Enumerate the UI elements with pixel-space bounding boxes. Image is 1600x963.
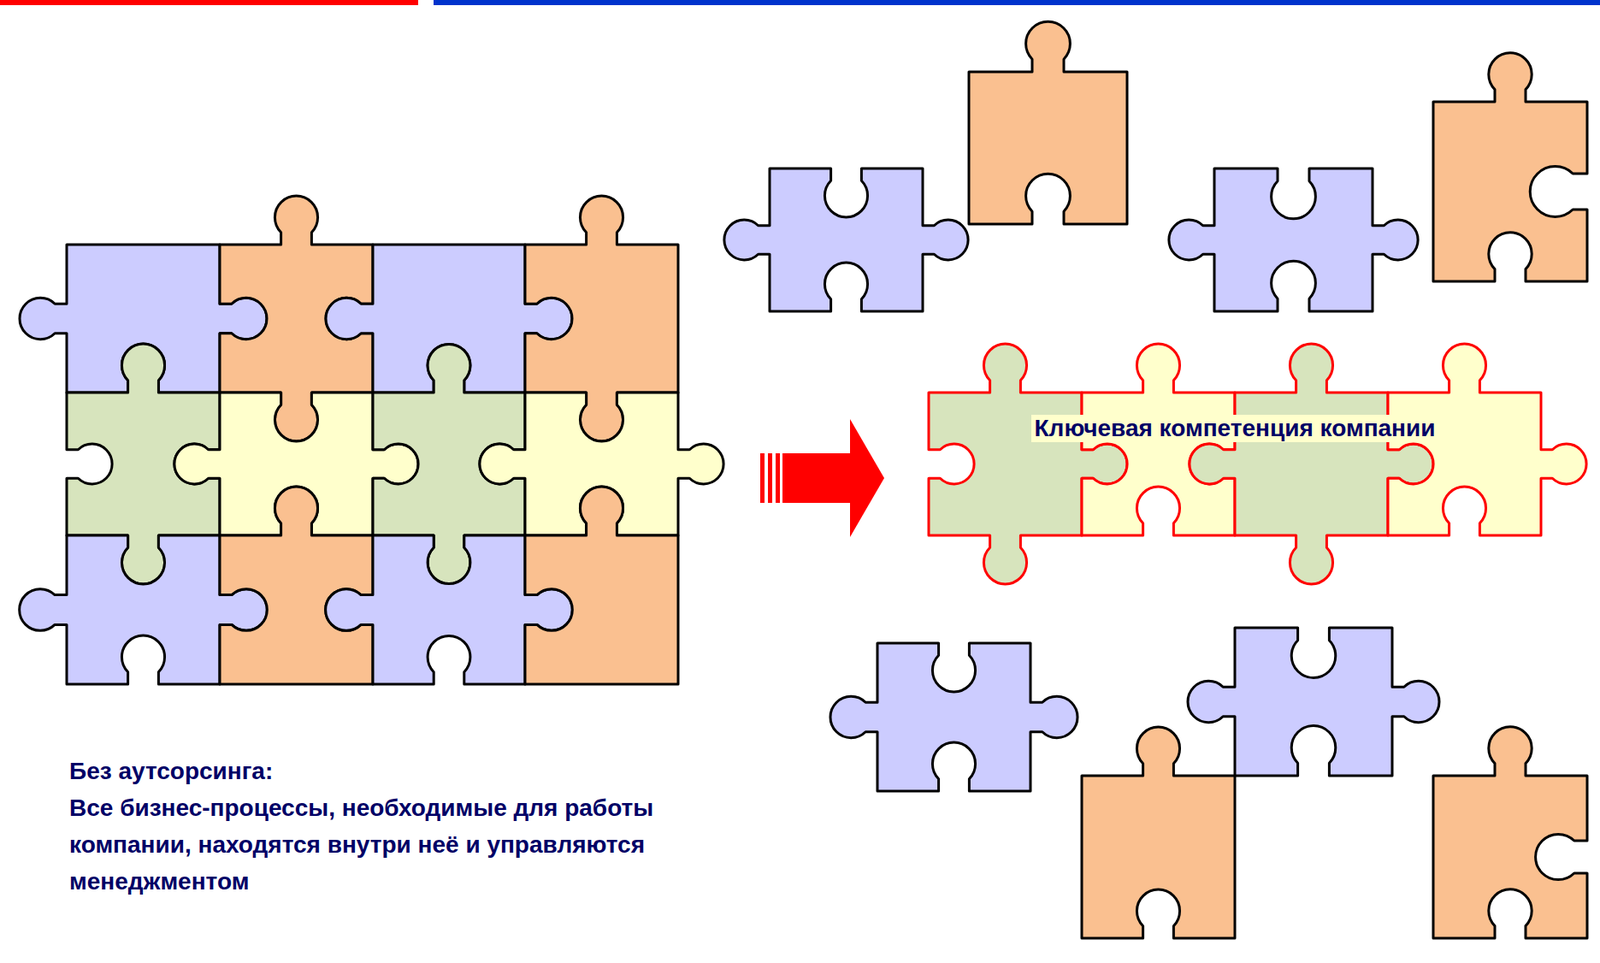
puzzle-piece	[1169, 168, 1418, 312]
key-competence-band: Ключевая компетенция компании	[928, 392, 1541, 536]
band-label: Ключевая компетенция компании	[1031, 414, 1440, 443]
puzzle-piece	[968, 21, 1128, 225]
transition-arrow	[760, 419, 885, 538]
puzzle-piece	[1189, 343, 1434, 585]
puzzle-piece	[1433, 53, 1588, 282]
puzzle-pieces	[19, 21, 1588, 939]
top-bar-red	[0, 0, 419, 6]
puzzle-piece	[1187, 627, 1440, 776]
top-bar-blue	[433, 0, 1600, 6]
puzzle-piece	[1081, 726, 1235, 939]
puzzle-piece	[830, 643, 1078, 792]
note-text: Все бизнес-процессы, необходимые для раб…	[69, 789, 685, 900]
puzzle-piece	[928, 343, 1128, 585]
puzzle-piece	[525, 486, 679, 685]
puzzle-piece	[1433, 726, 1588, 939]
puzzle-piece	[219, 486, 373, 685]
puzzle-piece	[724, 168, 969, 312]
note-heading: Без аутсорсинга:	[69, 752, 685, 790]
